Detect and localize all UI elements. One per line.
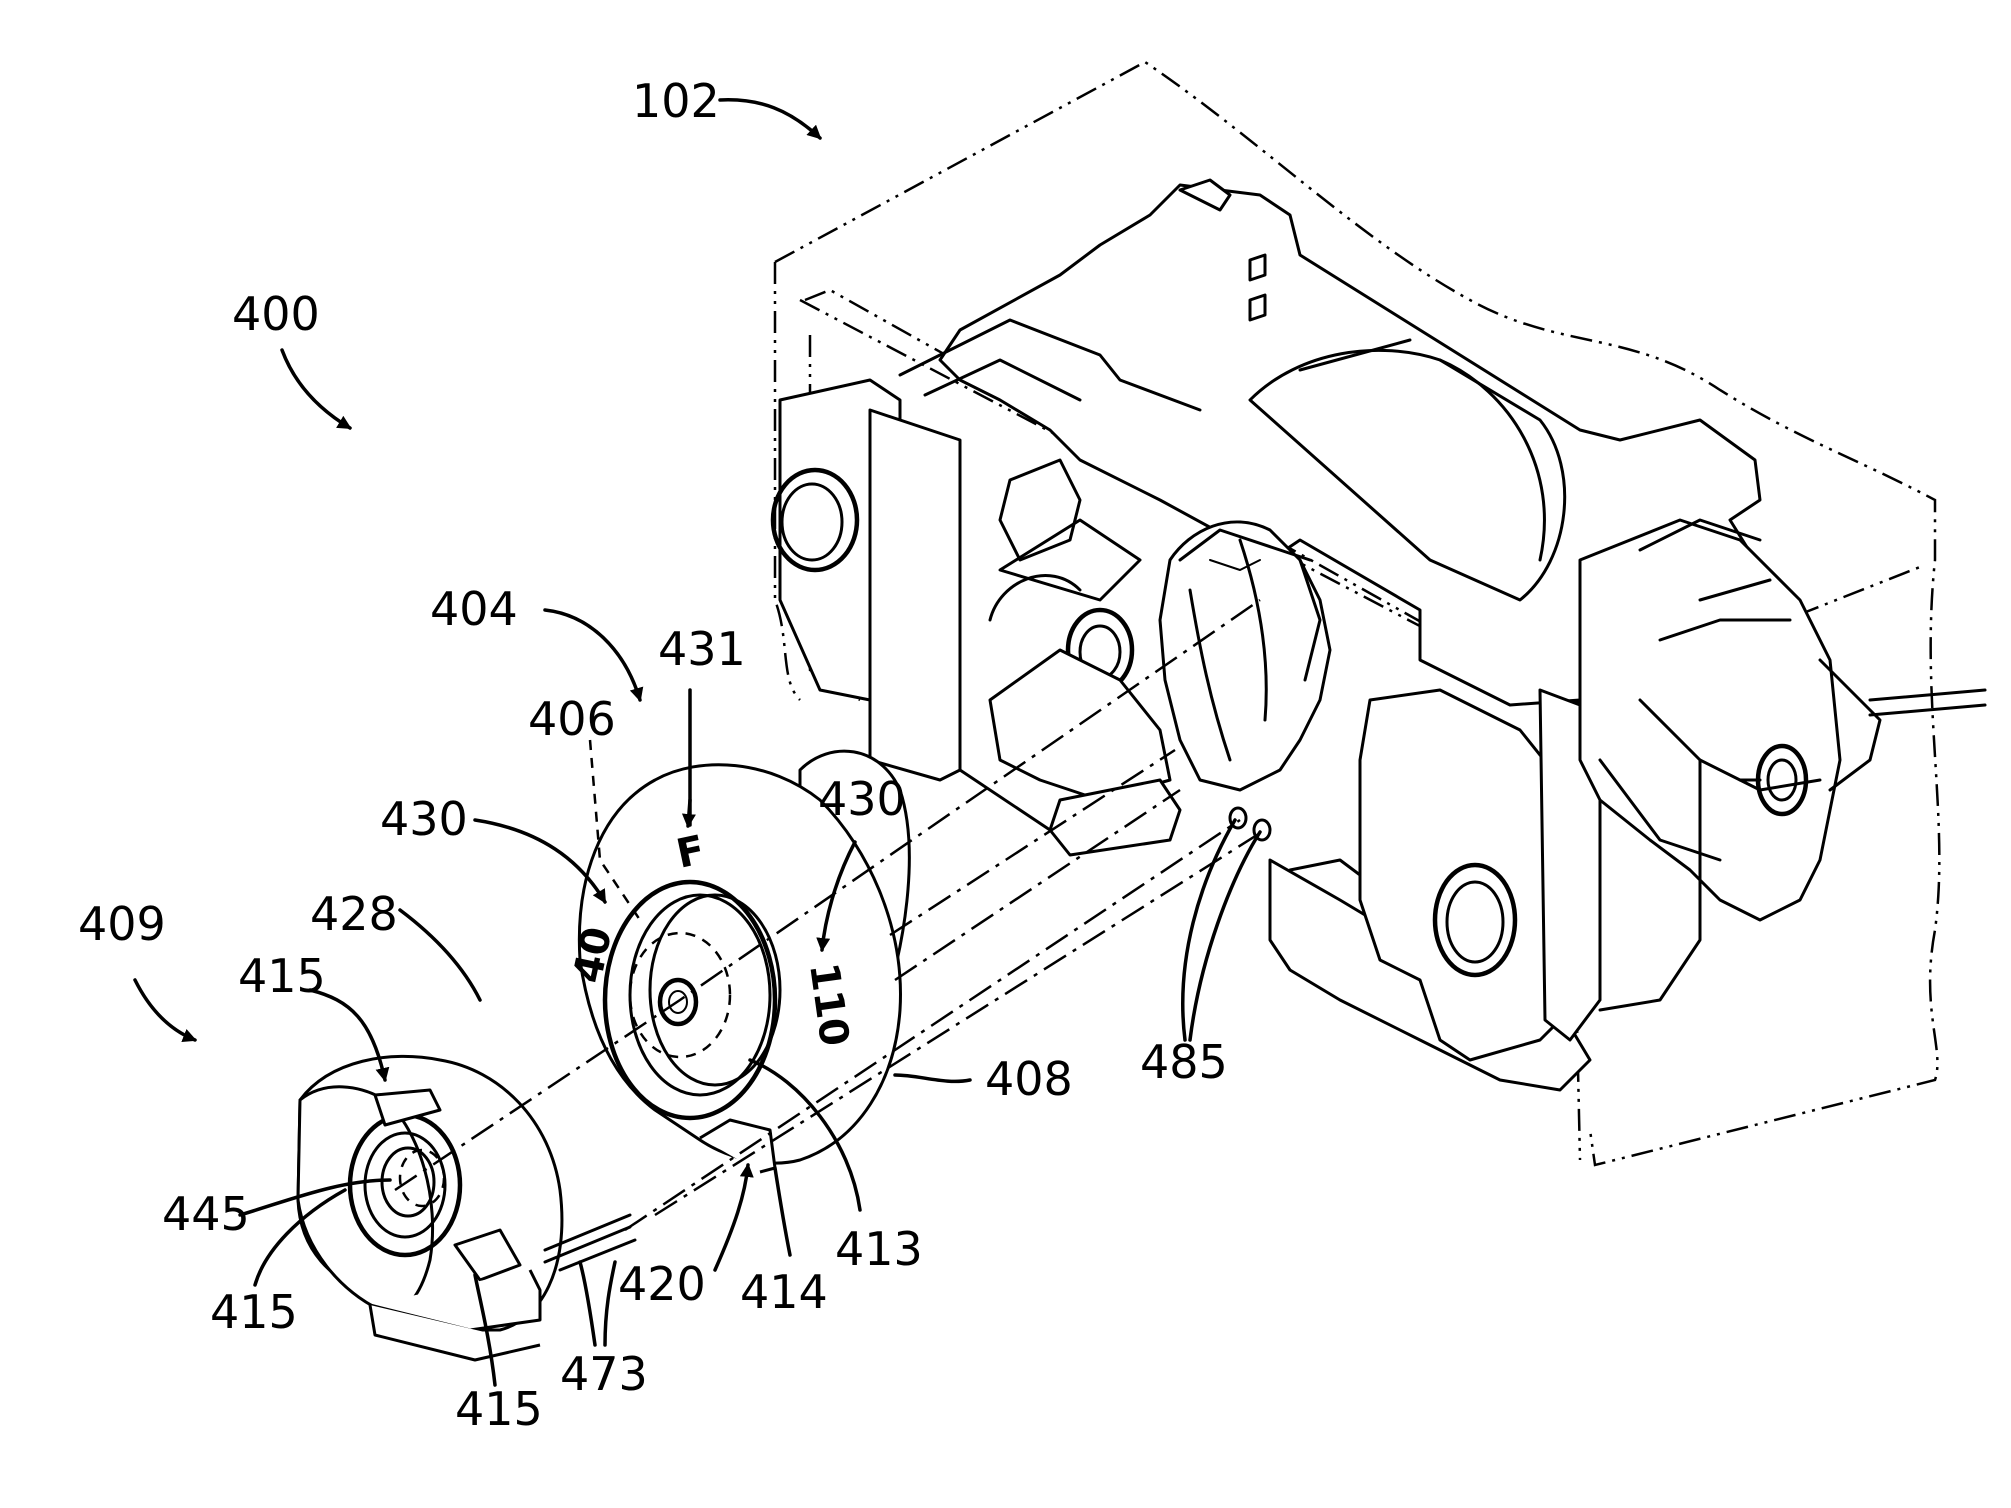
ref-400: 400 <box>232 287 320 341</box>
ref-413: 413 <box>835 1222 923 1276</box>
ref-102: 102 <box>632 74 720 128</box>
ref-430-right: 430 <box>818 772 906 826</box>
ref-428: 428 <box>310 887 398 941</box>
motor-assembly <box>773 180 1985 1090</box>
ref-408: 408 <box>985 1052 1073 1106</box>
knob-assembly <box>298 1056 635 1360</box>
ref-415-bottom: 415 <box>455 1382 543 1436</box>
ref-473: 473 <box>560 1347 648 1401</box>
ref-409: 409 <box>78 897 166 951</box>
ref-430-left: 430 <box>380 792 468 846</box>
ref-420: 420 <box>618 1257 706 1311</box>
ref-415-mid: 415 <box>210 1285 298 1339</box>
ref-415-top: 415 <box>238 949 326 1003</box>
ref-445: 445 <box>162 1187 250 1241</box>
ref-404: 404 <box>430 582 518 636</box>
ref-406: 406 <box>528 692 616 746</box>
ref-485: 485 <box>1140 1035 1228 1089</box>
ref-431: 431 <box>658 622 746 676</box>
ref-414: 414 <box>740 1265 828 1319</box>
